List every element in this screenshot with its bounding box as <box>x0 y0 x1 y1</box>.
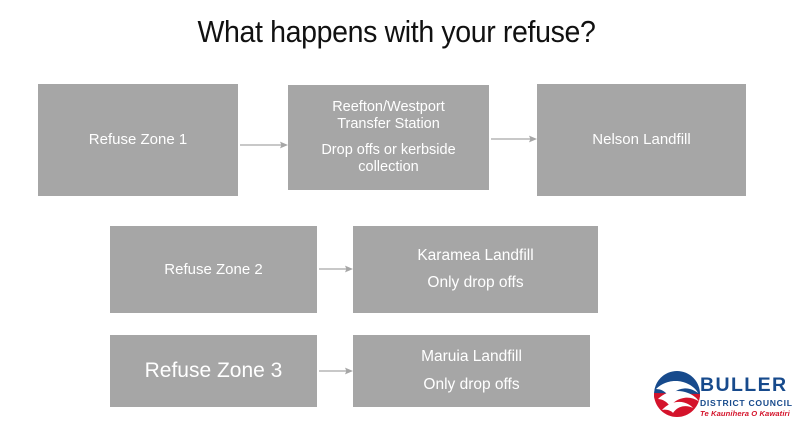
flow-box-refuse-zone-3[interactable]: Refuse Zone 3 <box>110 335 317 407</box>
flow-box-label: Refuse Zone 3 <box>144 358 283 382</box>
flow-box-karamea-landfill[interactable]: Karamea Landfill Only drop offs <box>353 226 598 313</box>
flow-box-label: Refuse Zone 2 <box>164 260 263 278</box>
arrow-zone3-to-maruia <box>319 365 353 377</box>
arrow-zone2-to-karamea <box>319 263 353 275</box>
arrow-zone1-to-transfer <box>240 139 288 151</box>
flow-box-label-line2: Only drop offs <box>427 274 524 291</box>
buller-koru-wave-icon <box>650 367 704 421</box>
flow-box-label-line1: Maruia Landfill <box>421 348 522 366</box>
flow-box-label-line1: Reefton/Westport <box>332 98 445 115</box>
logo-wordmark: BULLER DISTRICT COUNCIL Te Kaunihera O K… <box>700 374 793 419</box>
flow-box-refuse-zone-2[interactable]: Refuse Zone 2 <box>110 226 317 313</box>
flow-box-label-line1: Karamea Landfill <box>417 246 534 264</box>
flow-box-refuse-zone-1[interactable]: Refuse Zone 1 <box>38 84 238 196</box>
logo-name: BULLER <box>700 374 788 396</box>
flow-box-label: Nelson Landfill <box>592 131 691 149</box>
flow-box-transfer-station[interactable]: Reefton/Westport Transfer Station Drop o… <box>288 85 489 190</box>
flow-box-label-line2: Only drop offs <box>423 375 520 393</box>
flow-box-label-line4: collection <box>358 159 419 176</box>
arrow-transfer-to-nelson <box>491 133 537 145</box>
page-title: What happens with your refuse? <box>197 14 596 49</box>
logo-subtitle: DISTRICT COUNCIL <box>700 397 793 408</box>
logo-maori-name: Te Kaunihera O Kawatiri <box>700 409 790 419</box>
flow-box-maruia-landfill[interactable]: Maruia Landfill Only drop offs <box>353 335 590 407</box>
flow-box-label-line2: Transfer Station <box>337 115 440 132</box>
flow-box-label-line3: Drop offs or kerbside <box>321 142 456 158</box>
buller-district-council-logo: BULLER DISTRICT COUNCIL Te Kaunihera O K… <box>650 367 793 429</box>
flow-box-label: Refuse Zone 1 <box>88 131 188 149</box>
flow-box-nelson-landfill[interactable]: Nelson Landfill <box>537 84 746 196</box>
